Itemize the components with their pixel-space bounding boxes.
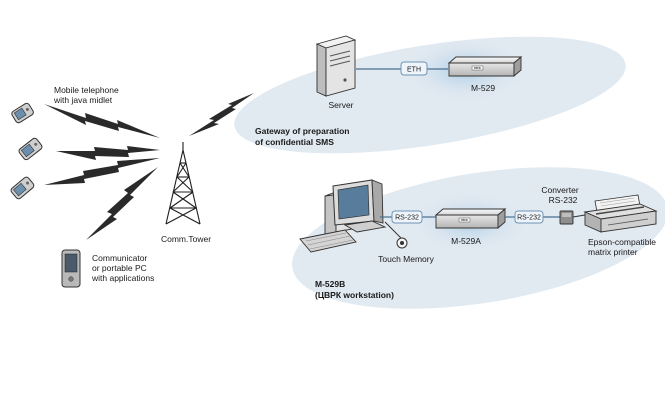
mobile-phone-3 xyxy=(10,176,35,200)
comm-tower xyxy=(165,142,201,225)
m529-device: PKS xyxy=(447,56,523,77)
gateway-label-line2: of confidential SMS xyxy=(255,137,334,147)
server-icon xyxy=(315,35,357,97)
workstation-label-line1: M-529B xyxy=(315,279,345,289)
gateway-zone xyxy=(234,36,626,154)
m529a-device: PKS xyxy=(434,208,507,229)
rs232-tag-left xyxy=(391,210,423,224)
m529a-label: M-529A xyxy=(451,236,481,246)
mobile-phone-1 xyxy=(11,102,34,124)
workstation-label-line2: (ЦВРК workstation) xyxy=(315,290,394,300)
communicator-label-line3: with applications xyxy=(91,273,154,283)
printer-cable xyxy=(572,214,586,218)
comm-tower-label: Comm.Tower xyxy=(161,234,211,244)
rs232-tag-right xyxy=(514,210,544,224)
matrix-printer xyxy=(583,194,658,233)
wireless-links xyxy=(44,93,254,240)
touch-memory-cable xyxy=(384,221,402,239)
converter-label-line1: Converter xyxy=(541,185,578,195)
m529-label: M-529 xyxy=(471,83,495,93)
touch-memory-label: Touch Memory xyxy=(378,254,434,264)
touch-memory-reader xyxy=(396,237,408,249)
wireless-bolt-server xyxy=(189,93,254,136)
printer-label-line2: matrix printer xyxy=(588,247,638,257)
workstation-pc xyxy=(299,179,387,253)
mobile-phone-2 xyxy=(18,137,43,161)
wireless-bolt-phone-3 xyxy=(44,158,160,185)
mobile-telephone-label-line2: with java midlet xyxy=(53,95,113,105)
m529a-plate: PKS xyxy=(461,218,467,222)
wireless-bolt-communicator xyxy=(86,167,158,240)
printer-label-line1: Epson-compatible xyxy=(588,237,656,247)
m529-plate: PKS xyxy=(474,66,480,70)
communicator-device xyxy=(61,249,81,288)
eth-label: ETH xyxy=(407,67,421,74)
wireless-bolt-phone-2 xyxy=(56,146,160,160)
eth-tag xyxy=(400,61,428,76)
converter-label-line2: RS-232 xyxy=(549,195,578,205)
wireless-bolt-phone-1 xyxy=(44,104,160,138)
communicator-label-line2: or portable PC xyxy=(92,263,147,273)
server-label: Server xyxy=(328,100,353,110)
mobile-telephone-label-line1: Mobile telephone xyxy=(54,85,119,95)
communicator-label-line1: Communicator xyxy=(92,253,147,263)
converter-device xyxy=(559,210,574,225)
rs232-label-left: RS-232 xyxy=(395,215,419,222)
rs232-label-right: RS-232 xyxy=(517,215,541,222)
gateway-label-line1: Gateway of preparation xyxy=(255,126,349,136)
